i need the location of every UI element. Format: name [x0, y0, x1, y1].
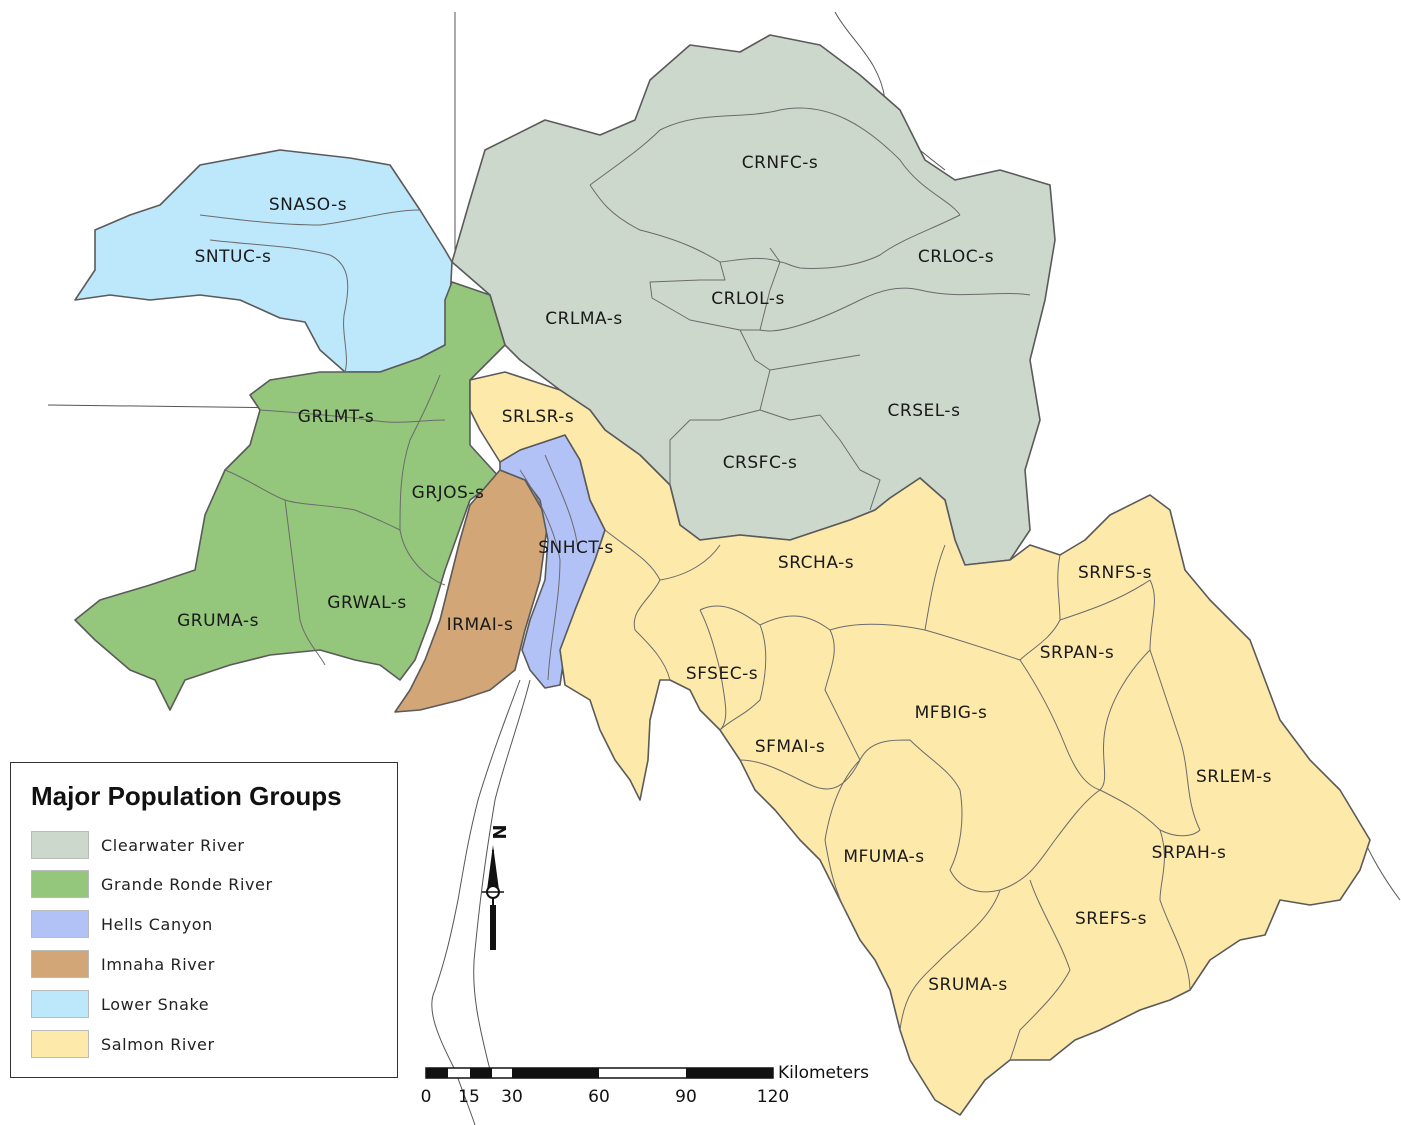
label-sntuc: SNTUC-s [195, 247, 272, 267]
legend-swatch [31, 870, 89, 898]
label-snhct: SNHCT-s [538, 538, 613, 558]
legend-item-lower-snake: Lower Snake [31, 990, 209, 1018]
legend-label: Imnaha River [101, 954, 215, 974]
label-crsfc: CRSFC-s [723, 453, 798, 473]
scale-unit: Kilometers [778, 1063, 869, 1083]
legend-label: Salmon River [101, 1034, 215, 1054]
label-grjos: GRJOS-s [412, 483, 485, 503]
label-sfsec: SFSEC-s [686, 664, 758, 684]
legend-label: Lower Snake [101, 994, 210, 1014]
legend-item-grande-ronde: Grande Ronde River [31, 870, 273, 898]
label-mfbig: MFBIG-s [915, 703, 988, 723]
label-crsel: CRSEL-s [888, 401, 961, 421]
legend-swatch [31, 950, 89, 978]
scale-tick-120: 120 [757, 1087, 789, 1107]
region-salmon[interactable] [469, 371, 1371, 1116]
north-arrow: N [482, 824, 509, 950]
label-srpah: SRPAH-s [1152, 843, 1227, 863]
legend-swatch [31, 831, 89, 859]
label-sfmai: SFMAI-s [755, 737, 825, 757]
scale-tick-0: 0 [421, 1087, 432, 1107]
label-crlma: CRLMA-s [545, 309, 623, 329]
scale-bar: Kilometers 0 15 30 60 90 120 [421, 1063, 870, 1107]
legend-label: Grande Ronde River [101, 874, 273, 894]
label-gruma: GRUMA-s [177, 611, 259, 631]
label-irmai: IRMAI-s [447, 615, 514, 635]
scale-tick-60: 60 [588, 1087, 610, 1107]
legend-label: Hells Canyon [101, 914, 213, 934]
legend-swatch [31, 1030, 89, 1058]
label-srlem: SRLEM-s [1196, 767, 1272, 787]
legend-item-clearwater: Clearwater River [31, 831, 245, 859]
scale-tick-30: 30 [501, 1087, 523, 1107]
label-grwal: GRWAL-s [327, 593, 406, 613]
label-srlsr: SRLSR-s [502, 407, 574, 427]
label-srcha: SRCHA-s [778, 553, 854, 573]
scale-tick-15: 15 [458, 1087, 480, 1107]
north-arrow-letter: N [488, 824, 509, 839]
label-crloc: CRLOC-s [918, 247, 994, 267]
legend-item-salmon: Salmon River [31, 1030, 215, 1058]
legend-item-imnaha: Imnaha River [31, 950, 215, 978]
label-mfuma: MFUMA-s [843, 847, 924, 867]
legend: Major Population Groups Clearwater River… [10, 762, 398, 1078]
region-grande-ronde[interactable] [74, 281, 506, 711]
scale-tick-90: 90 [675, 1087, 697, 1107]
label-srnfs: SRNFS-s [1078, 563, 1152, 583]
legend-title: Major Population Groups [31, 781, 342, 811]
region-imnaha[interactable] [394, 469, 549, 713]
label-srefs: SREFS-s [1075, 909, 1147, 929]
legend-item-hells-canyon: Hells Canyon [31, 910, 213, 938]
label-snaso: SNASO-s [269, 195, 347, 215]
label-sruma: SRUMA-s [928, 975, 1007, 995]
legend-swatch [31, 910, 89, 938]
subpopulation-boundaries [199, 107, 1201, 1061]
subpopulation-labels: CRNFC-s CRLOC-s CRLOL-s CRLMA-s CRSEL-s … [177, 153, 1272, 995]
label-grlmt: GRLMT-s [298, 407, 374, 427]
legend-label: Clearwater River [101, 835, 245, 855]
label-crnfc: CRNFC-s [742, 153, 819, 173]
label-crlol: CRLOL-s [711, 289, 785, 309]
legend-swatch [31, 990, 89, 1018]
label-srpan: SRPAN-s [1040, 643, 1115, 663]
